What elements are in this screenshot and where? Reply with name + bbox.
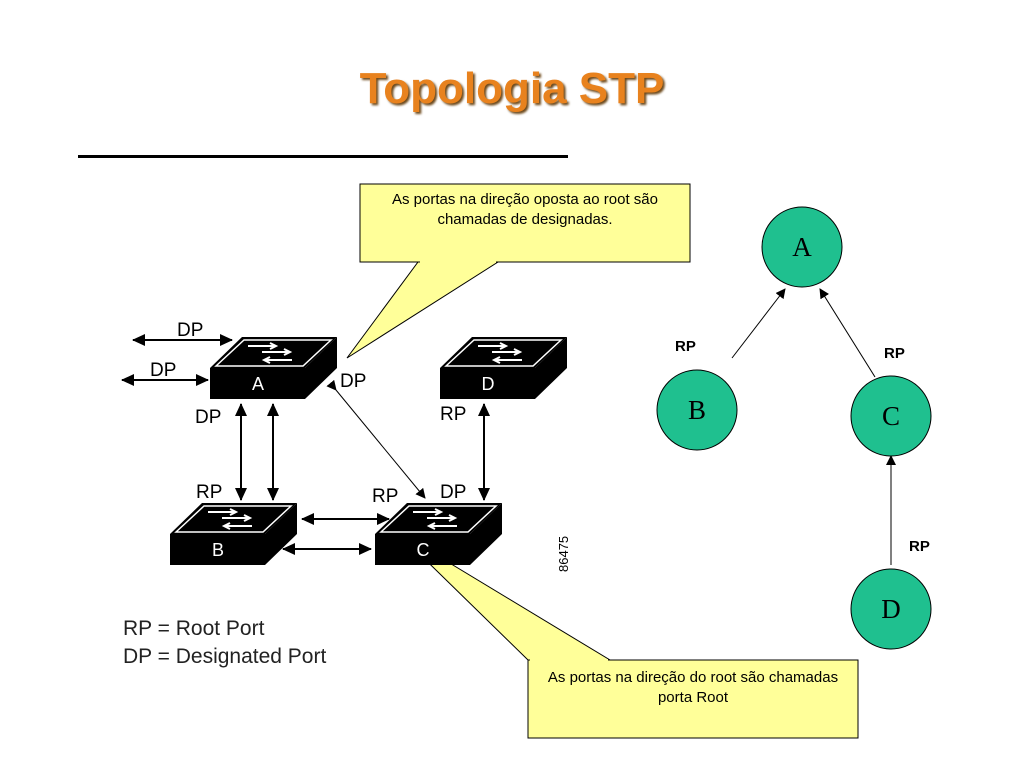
tree-edge-label-d-c: RP: [909, 538, 930, 555]
switch-b-label: B: [212, 540, 224, 560]
stp-tree: A B C D RP RP RP: [656, 206, 932, 650]
switch-c-label: C: [417, 540, 430, 560]
port-label-c-top-right: DP: [440, 482, 466, 503]
slide-title: Topologia STP: [359, 64, 665, 113]
tree-node-a: [761, 206, 843, 288]
tree-node-c: [850, 375, 932, 457]
callout-designated: [346, 183, 691, 359]
tree-edge-label-c-a: RP: [884, 345, 905, 362]
callout-designated-text: As portas na direção oposta ao root são …: [391, 191, 658, 228]
link-a-c: [326, 379, 426, 499]
tree-node-d: [850, 568, 932, 650]
port-label-d-bottom: RP: [440, 404, 466, 425]
port-label-a-right: DP: [340, 371, 366, 392]
tree-node-d-label: D: [881, 594, 901, 624]
port-label-dp-top1: DP: [177, 320, 203, 341]
port-label-dp-top2: DP: [150, 360, 176, 381]
tree-edge-b-a: [731, 288, 786, 359]
switch-a: A: [210, 337, 337, 399]
switch-links: [121, 334, 490, 555]
legend-dp: DP = Designated Port: [123, 645, 327, 668]
figure-id: 86475: [556, 536, 571, 572]
tree-node-b-label: B: [688, 395, 706, 425]
switch-a-label: A: [252, 374, 264, 394]
legend-rp: RP = Root Port: [123, 617, 265, 640]
port-label-b-top: RP: [196, 482, 222, 503]
port-label-a-bottom: DP: [195, 407, 221, 428]
tree-node-a-label: A: [792, 232, 812, 262]
switch-b: B: [170, 503, 297, 565]
port-label-c-top-left: RP: [372, 486, 398, 507]
switch-d: D: [440, 337, 567, 399]
callout-root-text: As portas na direção do root são chamada…: [547, 669, 839, 706]
switch-d-label: D: [482, 374, 495, 394]
switch-c: C: [375, 503, 502, 565]
title-underline: [78, 155, 568, 158]
tree-node-c-label: C: [882, 401, 900, 431]
legend: RP = Root Port DP = Designated Port: [123, 615, 326, 671]
tree-edge-c-a: [819, 288, 876, 378]
tree-node-b: [656, 369, 738, 451]
tree-edge-label-b-a: RP: [675, 338, 696, 355]
